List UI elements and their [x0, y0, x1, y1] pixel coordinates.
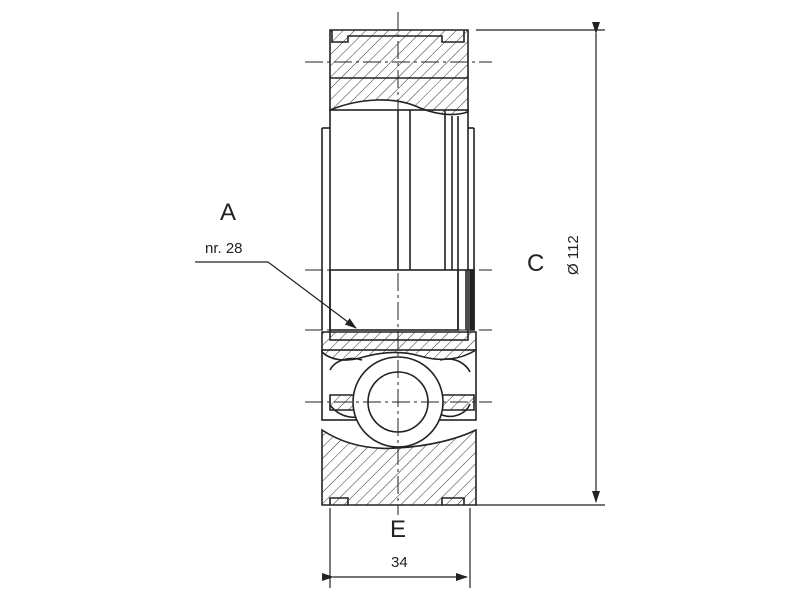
label-nr: nr. 28 [205, 240, 243, 257]
inner-race-section [321, 331, 477, 361]
outer-ring-top-notch [331, 30, 465, 43]
label-a: A [220, 199, 237, 226]
outer-ring-top-section [329, 29, 469, 116]
inner-shoulder [329, 269, 459, 331]
outer-ring-body [329, 109, 469, 341]
label-e: E [390, 516, 407, 543]
diameter-dimension-value: Ø 112 [565, 235, 582, 275]
leader-line-a [267, 261, 357, 329]
width-dimension-value: 34 [391, 554, 408, 571]
label-c: C [527, 250, 545, 277]
